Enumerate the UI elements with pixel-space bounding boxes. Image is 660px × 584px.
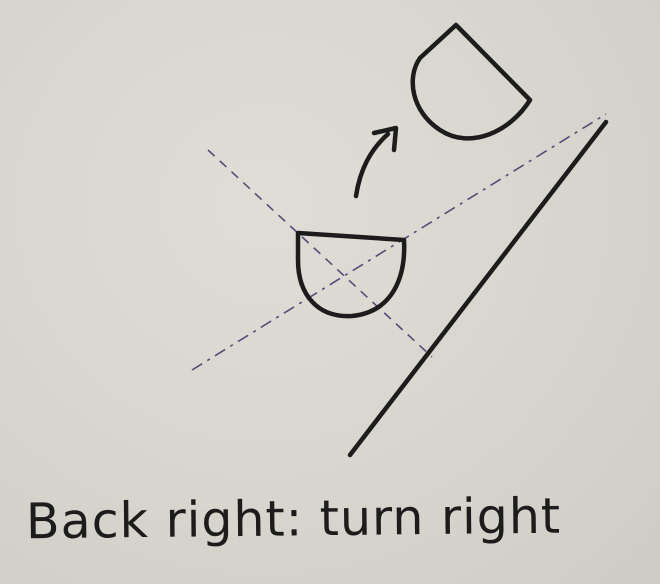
- diagram-caption: Back right: turn right: [25, 487, 562, 551]
- sensor-line-left: [207, 149, 433, 358]
- wall-line: [347, 119, 609, 458]
- robot-after-shape: [410, 22, 533, 141]
- turn-arrow-head: [371, 125, 399, 153]
- robot-before-shape: [295, 230, 407, 319]
- turn-arrow-curve: [353, 131, 391, 199]
- sensor-line-right: [191, 113, 607, 371]
